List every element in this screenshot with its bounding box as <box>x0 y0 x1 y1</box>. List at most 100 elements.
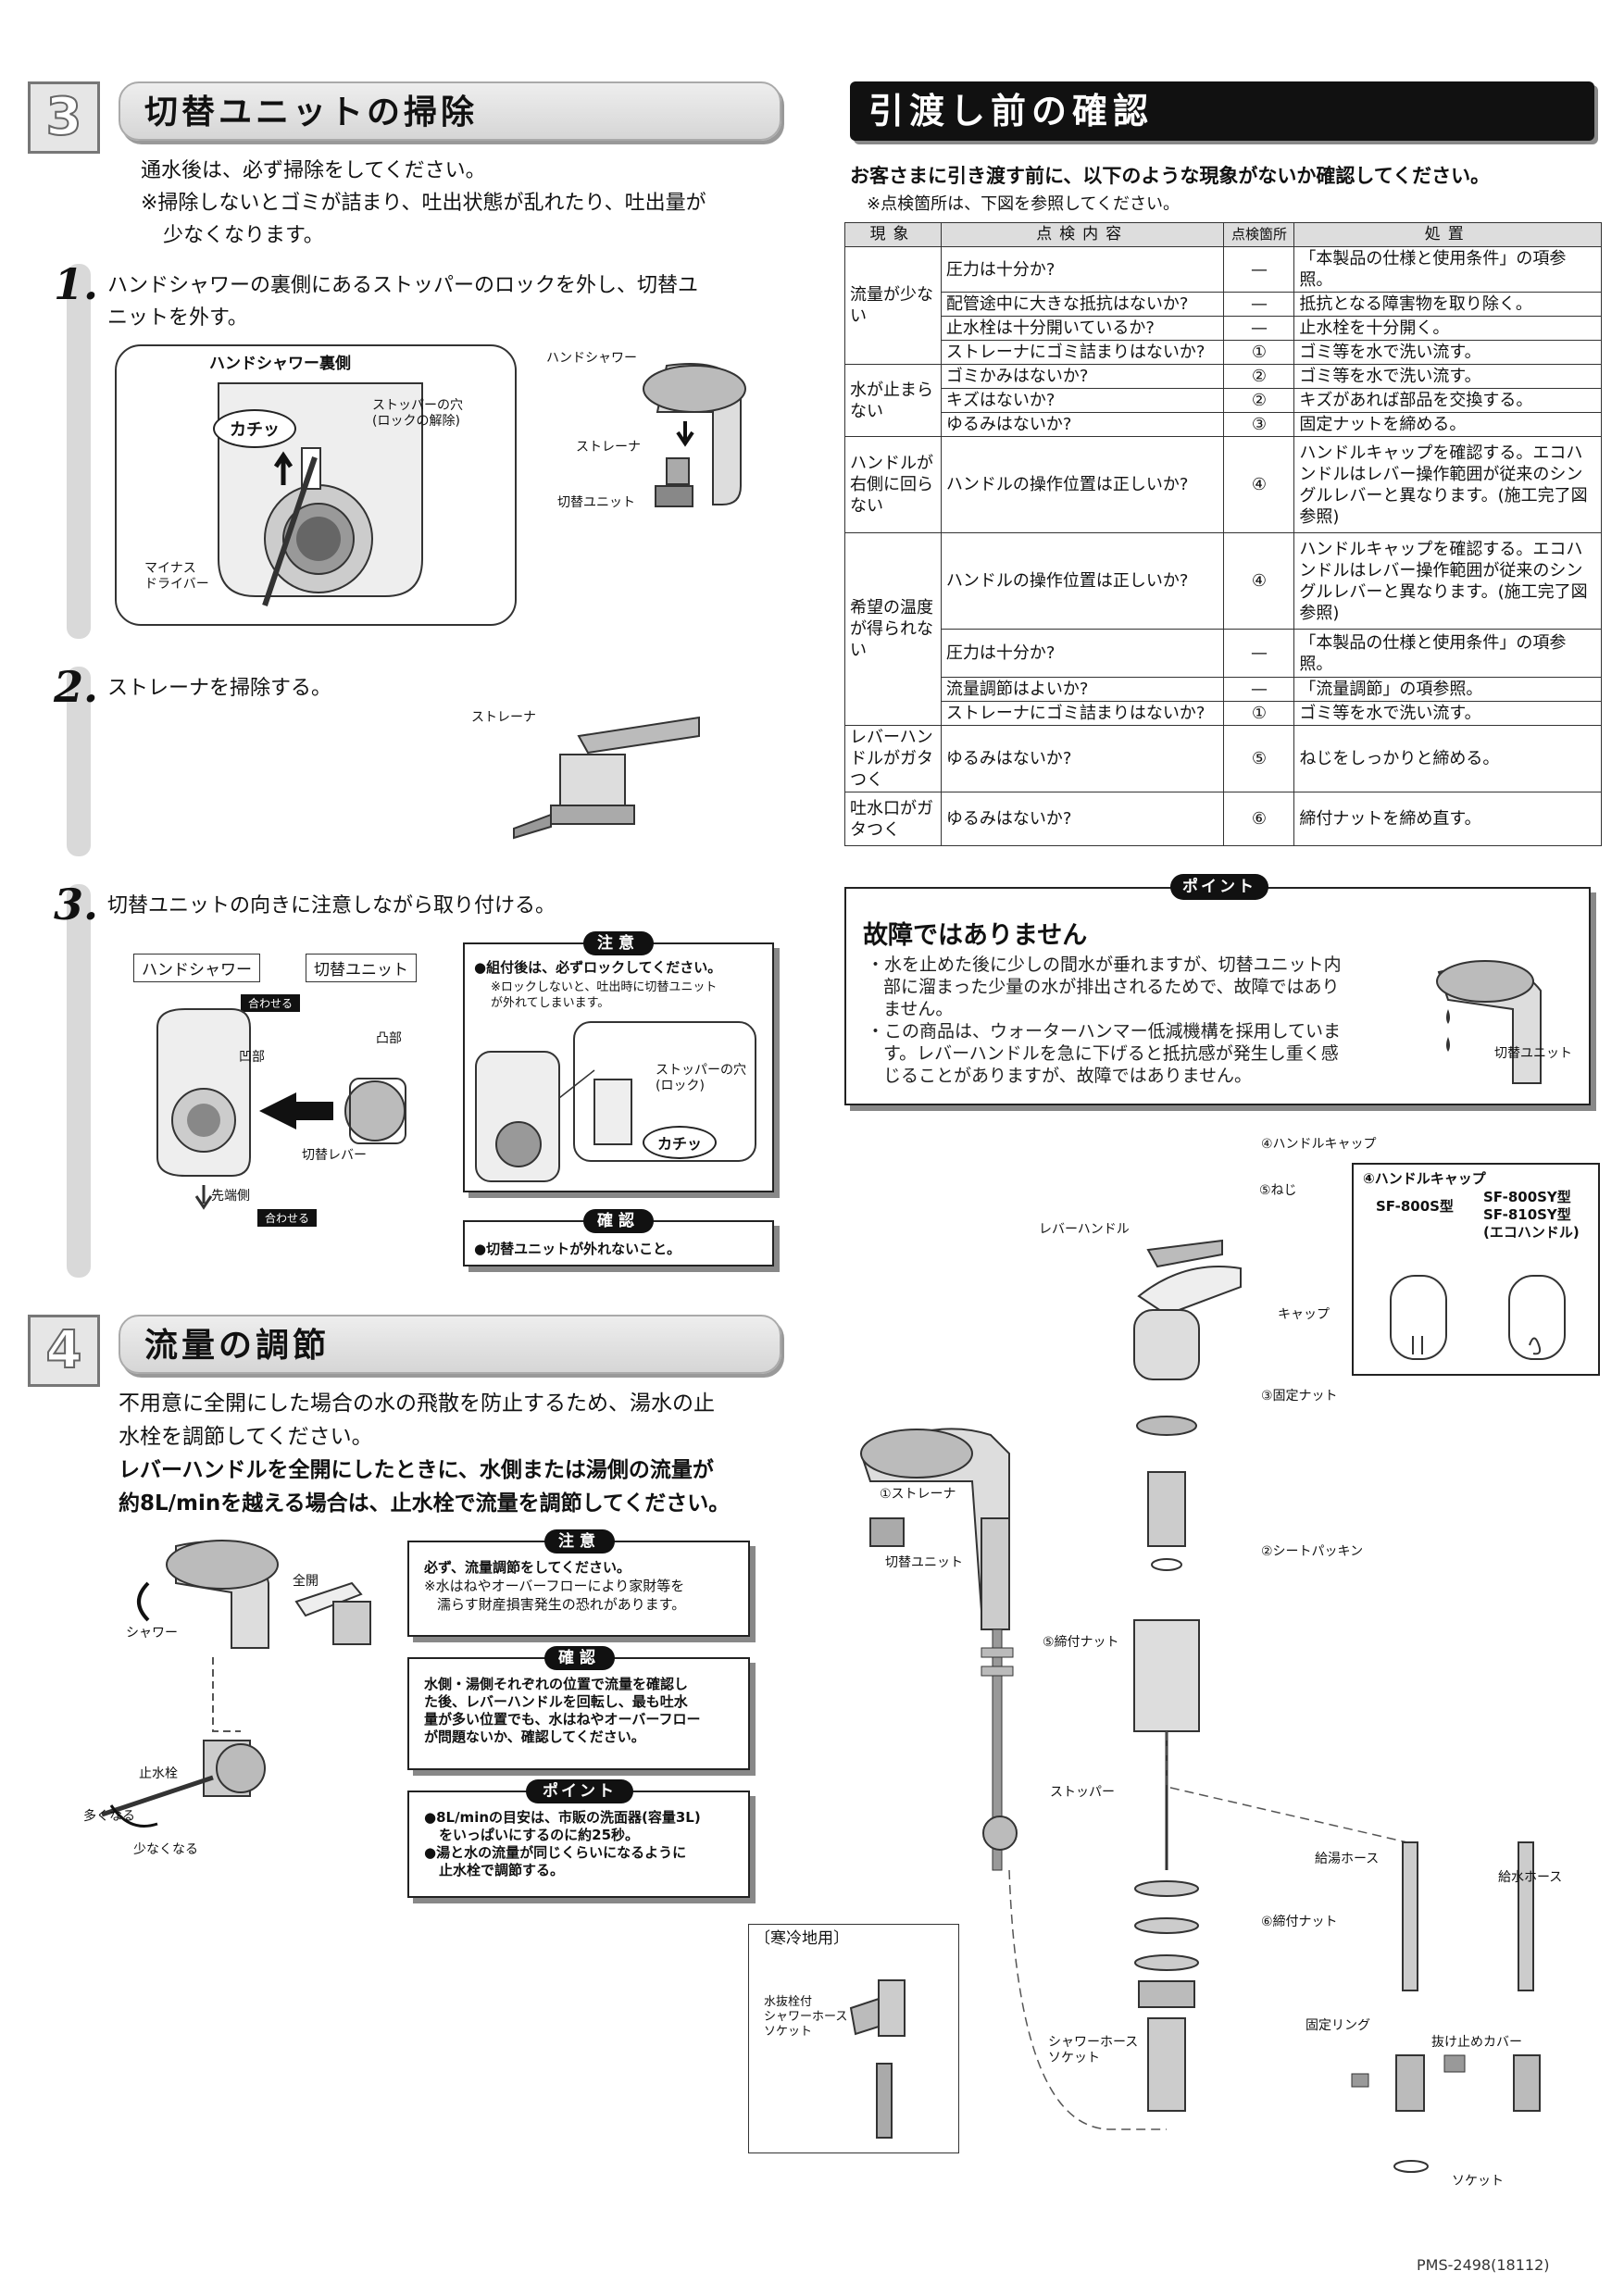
caution-box: 注意 ●組付後は、必ずロックしてください。 ※ロックしないと、吐出時に切替ユニッ… <box>463 931 774 1192</box>
caution-note-cont: 濡らす財産損害発生の恐れがあります。 <box>437 1596 686 1613</box>
item-cell: ゆるみはないか? <box>940 412 1225 437</box>
step-number: 2. <box>54 662 99 712</box>
strainer-label: ストレーナ <box>471 710 536 725</box>
phenomenon-cell: 希望の温度が得られない <box>844 532 942 726</box>
flow-intro: 不用意に全開にした場合の水の飛散を防止するため、湯水の止 水栓を調節してください… <box>119 1391 731 1516</box>
no-failure-text: ・水を止めた後に少しの間水が垂れますが、切替ユニット内 部に溜まった少量の水が排… <box>867 955 1342 1086</box>
check-table: 現象 点検内容 点検箇所 処置 流量が少ない圧力は十分か?—「本製品の仕様と使用… <box>844 222 1602 846</box>
confirm-box: 確認 ●切替ユニットが外れないこと。 <box>463 1209 774 1267</box>
action-cell: ハンドルキャップを確認する。エコハンドルはレバー操作範囲が従来のシングルレバーと… <box>1293 532 1602 630</box>
item-cell: ストレーナにゴミ詰まりはないか? <box>940 340 1225 365</box>
loc-cell: — <box>1223 677 1295 702</box>
step-bar <box>67 667 91 856</box>
check-table-wrapper: 現象 点検内容 点検箇所 処置 流量が少ない圧力は十分か?—「本製品の仕様と使用… <box>844 222 1602 846</box>
item-cell: キズはないか? <box>940 388 1225 413</box>
point-box: ポイント ●8L/minの目安は、市販の洗面器(容量3L) をいっぱいにするのに… <box>407 1779 750 1898</box>
cover-label: 抜け止めカバー <box>1431 2035 1522 2050</box>
cold-socket-label: 水抜栓付 シャワーホース ソケット <box>764 1995 848 2039</box>
model-sy: SF-800SY型 SF-810SY型 (エコハンドル) <box>1483 1189 1580 1241</box>
model-s: SF-800S型 <box>1376 1198 1454 1215</box>
figure-title: ハンドシャワー裏側 <box>209 355 351 373</box>
item-cell: ハンドルの操作位置は正しいか? <box>940 436 1225 533</box>
strainer-label: ストレーナ <box>576 440 641 455</box>
no-failure-title: 故障ではありません <box>863 921 1088 950</box>
screw-label: ⑤ねじ <box>1259 1183 1297 1198</box>
item-cell: 圧力は十分か? <box>940 246 1225 293</box>
loc-cell: ② <box>1223 364 1295 389</box>
more-label: 多くなる <box>83 1809 135 1824</box>
shower-tag: ハンドシャワー <box>133 954 260 982</box>
table-row: 止水栓は十分開いているか?—止水栓を十分開く。 <box>845 316 1602 341</box>
loc-cell: ③ <box>1223 412 1295 437</box>
flow-adjust-figure: シャワー 全開 止水栓 多くなる 少なくなる <box>74 1528 398 1879</box>
driver-label: マイナスドライバー <box>144 561 209 592</box>
strainer-cleaning-figure: ストレーナ <box>468 699 708 847</box>
hole-label: ストッパーの穴(ロック) <box>656 1063 746 1093</box>
loc-cell: ① <box>1223 701 1295 726</box>
step-text: ハンドシャワーの裏側にあるストッパーのロックを外し、切替ユ <box>107 274 699 297</box>
loc-cell: ⑤ <box>1223 725 1295 792</box>
caution-badge: 注意 <box>583 931 654 955</box>
loc-cell: — <box>1223 292 1295 317</box>
action-cell: 固定ナットを締める。 <box>1293 412 1602 437</box>
click-callout: カチッ <box>643 1126 718 1159</box>
action-cell: ゴミ等を水で洗い流す。 <box>1293 340 1602 365</box>
table-row: 流量が少ない圧力は十分か?—「本製品の仕様と使用条件」の項参照。 <box>844 246 1602 365</box>
col-header: 点検箇所 <box>1223 222 1295 247</box>
item-cell: 流量調節はよいか? <box>940 677 1225 702</box>
lever-label: レバーハンドル <box>1039 1222 1130 1237</box>
col-header: 現象 <box>844 222 942 247</box>
loc-cell: — <box>1223 629 1295 678</box>
section-number: 3 <box>28 81 100 154</box>
item-cell: ゴミかみはないか? <box>940 364 1225 389</box>
point-badge: ポイント <box>1170 874 1268 900</box>
caution-badge: 注意 <box>544 1529 615 1554</box>
step-bar <box>67 884 91 1278</box>
item-cell: ストレーナにゴミ詰まりはないか? <box>940 701 1225 726</box>
loc-cell: ⑥ <box>1223 792 1295 846</box>
action-cell: 締付ナットを締め直す。 <box>1293 792 1602 846</box>
loc-cell: ④ <box>1223 436 1295 533</box>
action-cell: 「流量調節」の項参照。 <box>1293 677 1602 702</box>
action-cell: 止水栓を十分開く。 <box>1293 316 1602 341</box>
confirm-badge: 確認 <box>544 1646 615 1670</box>
action-cell: 「本製品の仕様と使用条件」の項参照。 <box>1293 246 1602 293</box>
point-badge: ポイント <box>526 1779 633 1803</box>
phenomenon-cell: ハンドルが右側に回らない <box>844 436 942 533</box>
assembly-figure: ハンドシャワー 切替ユニット 合わせる 凹部 凸部 切替レバー 先端側 合わせる <box>130 954 444 1231</box>
cold-hose-label: 給水ホース <box>1498 1870 1563 1885</box>
item-cell: 圧力は十分か? <box>940 629 1225 678</box>
seat-label: ②シートパッキン <box>1261 1544 1364 1559</box>
col-header: 処置 <box>1293 222 1602 247</box>
tight-nut5-label: ⑤締付ナット <box>1043 1635 1119 1650</box>
align-badge: 合わせる <box>257 1209 318 1227</box>
table-row: 流量調節はよいか?—「流量調節」の項参照。 <box>845 677 1602 702</box>
step-text: ストレーナを掃除する。 <box>107 677 332 700</box>
unit-label: 切替ユニット <box>1494 1046 1572 1061</box>
concave-label: 凹部 <box>239 1050 265 1065</box>
stopper-label: ストッパーの穴(ロックの解除) <box>372 398 463 429</box>
item-cell: 配管途中に大きな抵抗はないか? <box>940 292 1225 317</box>
action-cell: ゴミ等を水で洗い流す。 <box>1293 364 1602 389</box>
intro-note: ※掃除しないとゴミが詰まり、吐出状態が乱れたり、吐出量が <box>141 192 706 215</box>
valve-label: 止水栓 <box>139 1766 178 1781</box>
tip-label: 先端側 <box>211 1189 250 1204</box>
caution-box: 注意 必ず、流量調節をしてください。 ※水はねやオーバーフローにより家財等を 濡… <box>407 1529 750 1637</box>
lever-label: 切替レバー <box>302 1148 367 1163</box>
shower-figure: ハンドシャワー ストレーナ 切替ユニット <box>546 347 759 532</box>
box-title: 〔寒冷地用〕 <box>755 1929 849 1948</box>
table-row: 圧力は十分か?—「本製品の仕様と使用条件」の項参照。 <box>845 629 1602 678</box>
intro-text: 通水後は、必ず掃除をしてください。 <box>141 159 486 182</box>
cap-label: キャップ <box>1278 1307 1330 1322</box>
loc-cell: ① <box>1223 340 1295 365</box>
stopper-label: ストッパー <box>1050 1785 1115 1800</box>
socket-label: ソケット <box>1452 2174 1504 2189</box>
caution-text: ●組付後は、必ずロックしてください。 <box>474 959 722 976</box>
section-title: 切替ユニットの掃除 <box>119 81 781 141</box>
phenomenon-cell: 流量が少ない <box>844 246 942 365</box>
cold-region-box: 〔寒冷地用〕 水抜栓付 シャワーホース ソケット <box>748 1924 959 2153</box>
